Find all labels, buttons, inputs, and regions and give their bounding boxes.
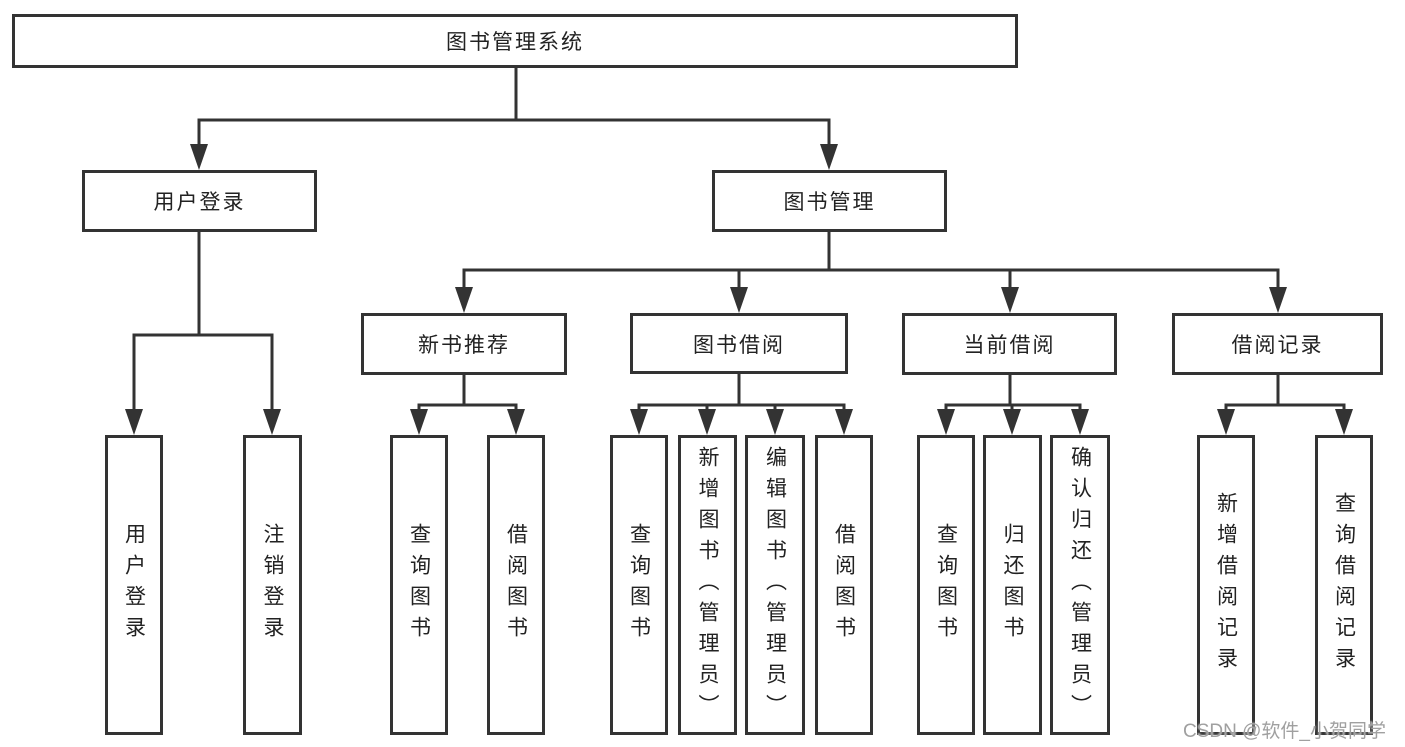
leaf-add-borrow-record: 新增借阅记录 (1197, 435, 1255, 735)
leaf-query-books-borrow: 查询图书 (610, 435, 668, 735)
node-borrow-records: 借阅记录 (1172, 313, 1383, 375)
arrow-down-icon (1217, 409, 1235, 435)
arrow-down-icon (455, 287, 473, 313)
arrow-down-icon (730, 287, 748, 313)
node-root-label: 图书管理系统 (446, 31, 584, 54)
arrow-down-icon (1001, 287, 1019, 313)
leaf-confirm-return-admin: 确认归还（管理员） (1050, 435, 1110, 735)
node-root: 图书管理系统 (12, 14, 1018, 68)
arrow-down-icon (1003, 409, 1021, 435)
leaf-borrow-books-label: 借阅图书 (832, 523, 856, 647)
leaf-borrow-books: 借阅图书 (815, 435, 873, 735)
leaf-query-books-borrow-label: 查询图书 (627, 523, 651, 647)
arrow-down-icon (698, 409, 716, 435)
leaf-borrow-books-recommend: 借阅图书 (487, 435, 545, 735)
csdn-watermark: CSDN @软件_小贺同学 (1183, 721, 1386, 742)
arrow-down-icon (263, 409, 281, 435)
node-book-management-label: 图书管理 (783, 191, 876, 214)
node-book-borrow: 图书借阅 (630, 313, 848, 374)
arrow-down-icon (1269, 287, 1287, 313)
node-current-borrow-label: 当前借阅 (963, 334, 1056, 357)
node-user-login-label: 用户登录 (153, 191, 246, 214)
arrow-down-icon (507, 409, 525, 435)
leaf-query-borrow-record: 查询借阅记录 (1315, 435, 1373, 735)
leaf-borrow-books-recommend-label: 借阅图书 (504, 523, 528, 647)
leaf-query-books-current: 查询图书 (917, 435, 975, 735)
arrow-down-icon (1335, 409, 1353, 435)
node-new-book-recommend-label: 新书推荐 (418, 334, 510, 357)
arrow-down-icon (820, 144, 838, 170)
leaf-query-books-recommend: 查询图书 (390, 435, 448, 735)
arrow-down-icon (630, 409, 648, 435)
node-user-login: 用户登录 (82, 170, 317, 232)
leaf-user-login-label: 用户登录 (122, 523, 146, 647)
leaf-add-books-admin-label: 新增图书（管理员） (696, 445, 719, 725)
node-borrow-records-label: 借阅记录 (1231, 334, 1324, 357)
arrow-down-icon (125, 409, 143, 435)
arrow-down-icon (410, 409, 428, 435)
leaf-user-login: 用户登录 (105, 435, 163, 735)
arrow-down-icon (190, 144, 208, 170)
arrow-down-icon (937, 409, 955, 435)
leaf-logout-label: 注销登录 (261, 523, 284, 647)
leaf-confirm-return-admin-label: 确认归还（管理员） (1068, 445, 1092, 725)
arrow-down-icon (766, 409, 784, 435)
node-book-management: 图书管理 (712, 170, 947, 232)
arrow-down-icon (835, 409, 853, 435)
leaf-return-books-label: 归还图书 (1001, 523, 1024, 647)
leaf-add-books-admin: 新增图书（管理员） (678, 435, 737, 735)
leaf-return-books: 归还图书 (983, 435, 1042, 735)
node-new-book-recommend: 新书推荐 (361, 313, 567, 375)
leaf-edit-books-admin-label: 编辑图书（管理员） (763, 445, 787, 725)
leaf-query-books-current-label: 查询图书 (934, 523, 958, 647)
leaf-add-borrow-record-label: 新增借阅记录 (1214, 492, 1238, 678)
arrow-down-icon (1071, 409, 1089, 435)
leaf-edit-books-admin: 编辑图书（管理员） (745, 435, 805, 735)
leaf-logout: 注销登录 (243, 435, 302, 735)
leaf-query-books-recommend-label: 查询图书 (407, 523, 431, 647)
leaf-query-borrow-record-label: 查询借阅记录 (1332, 492, 1356, 678)
node-book-borrow-label: 图书借阅 (693, 333, 785, 357)
node-current-borrow: 当前借阅 (902, 313, 1117, 375)
